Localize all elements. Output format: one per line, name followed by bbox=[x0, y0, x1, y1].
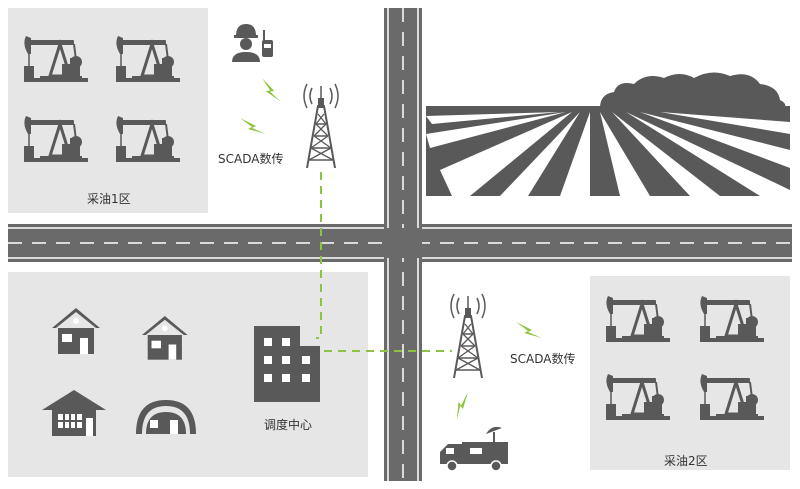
zone1-label: 采油1区 bbox=[87, 192, 131, 206]
radio-tower-icon bbox=[303, 83, 339, 169]
scada-label-right: SCADA数传 bbox=[510, 352, 576, 366]
zone1-panel bbox=[8, 8, 208, 213]
data-link bbox=[316, 172, 452, 352]
field-worker-icon bbox=[232, 24, 260, 62]
lightning-signal-icon bbox=[256, 78, 287, 102]
walkie-talkie-icon bbox=[262, 30, 273, 57]
zone2-label: 采油2区 bbox=[664, 454, 708, 468]
office-building-icon bbox=[254, 326, 320, 402]
lightning-signal-icon bbox=[240, 118, 266, 134]
scada-label-top: SCADA数传 bbox=[218, 152, 284, 166]
satellite-vehicle-icon bbox=[440, 426, 508, 472]
vertical-road bbox=[384, 8, 422, 481]
farmland-icon bbox=[426, 72, 790, 196]
radio-tower-icon bbox=[450, 293, 486, 379]
dispatch-center-label: 调度中心 bbox=[264, 418, 313, 432]
house-icon bbox=[42, 390, 106, 436]
zone2-panel bbox=[590, 276, 790, 470]
lightning-signal-icon bbox=[516, 322, 542, 338]
house-icon bbox=[136, 400, 196, 434]
lightning-signal-icon bbox=[452, 392, 473, 421]
